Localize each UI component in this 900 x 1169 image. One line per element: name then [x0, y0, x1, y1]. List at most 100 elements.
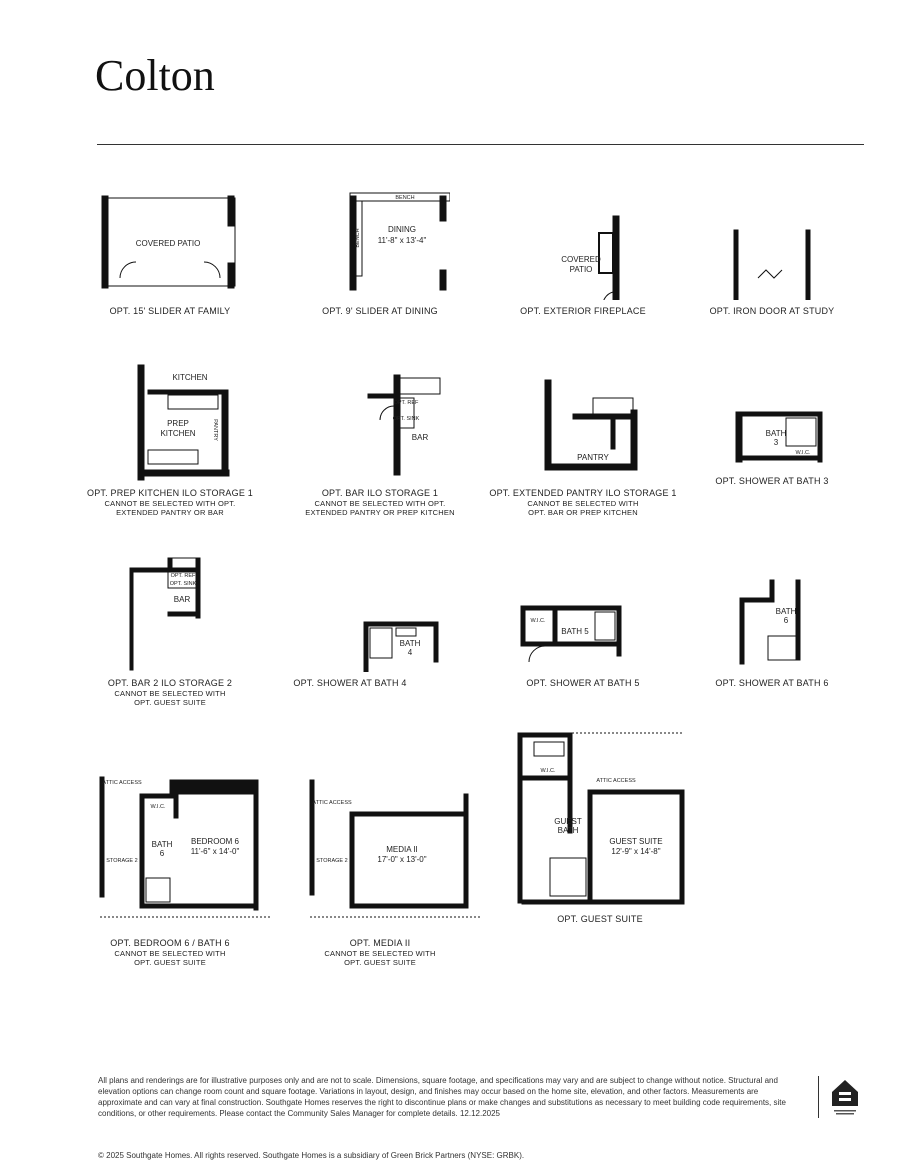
room-label: PATIO	[570, 265, 593, 274]
room-label: BEDROOM 6	[191, 837, 240, 846]
room-label: BATH	[558, 826, 579, 835]
divider	[818, 1076, 819, 1118]
room-dimensions: 12'-9" x 14'-8"	[611, 847, 660, 856]
bench-label: BENCH	[395, 195, 414, 201]
room-label: BATH	[766, 429, 787, 438]
option-note: CANNOT BE SELECTED WITH OPT. GUEST SUITE	[324, 949, 436, 967]
floor-plan-diagram: W.I.C. BATH 5	[520, 605, 622, 663]
option-caption: OPT. BEDROOM 6 / BATH 6	[110, 938, 230, 948]
room-label: BATH	[776, 607, 797, 616]
floor-plan-diagram: BATH 4	[363, 621, 439, 672]
ref-label: OPT. REF	[394, 400, 419, 406]
option-caption: OPT. 9' SLIDER AT DINING	[322, 306, 438, 316]
attic-label: ATTIC ACCESS	[102, 780, 142, 786]
room-label: COVERED	[561, 255, 601, 264]
option-caption: OPT. SHOWER AT BATH 5	[526, 678, 640, 688]
option-shower-bath-3: BATH 3 W.I.C. OPT. SHOWER AT BATH 3	[672, 360, 872, 487]
option-note: CANNOT BE SELECTED WITH OPT. GUEST SUITE	[114, 689, 226, 707]
option-caption: OPT. EXTENDED PANTRY ILO STORAGE 1	[489, 488, 677, 498]
floor-plan-diagram: BENCH BENCH DINING 11'-8" x 13'-4"	[349, 192, 450, 291]
floor-plan-diagram: PANTRY	[544, 379, 638, 471]
disclaimer: All plans and renderings are for illustr…	[98, 1076, 786, 1118]
floor-plan-diagram: COVERED PATIO	[561, 215, 620, 300]
sink-label: OPT. SINK	[393, 416, 420, 422]
room-label: BATH	[400, 639, 421, 648]
room-label: KITCHEN	[160, 429, 195, 438]
option-prep-kitchen: KITCHEN PREP KITCHEN PANTRY OPT. PREP KI…	[70, 360, 270, 517]
storage-label: STORAGE 2	[106, 858, 137, 864]
floor-plan-diagram: COVERED PATIO	[101, 195, 236, 289]
room-label: 3	[774, 438, 779, 447]
option-caption: OPT. GUEST SUITE	[557, 914, 643, 924]
floor-plan-diagram: W.I.C. ATTIC ACCESS GUEST BATH GUEST SUI…	[517, 732, 685, 905]
room-label: 6	[784, 616, 789, 625]
option-caption: OPT. EXTERIOR FIREPLACE	[520, 306, 646, 316]
room-label: COVERED PATIO	[136, 239, 201, 248]
option-media-2: ATTIC ACCESS MEDIA II 17'-0" x 13'-0" ST…	[280, 772, 480, 967]
option-caption: OPT. MEDIA II	[349, 938, 411, 948]
option-bar-2: OPT. REF OPT. SINK BAR OPT. BAR 2 ILO ST…	[70, 550, 270, 707]
attic-label: ATTIC ACCESS	[596, 778, 636, 784]
room-dimensions: 11'-6" x 14'-0"	[191, 847, 240, 856]
option-exterior-fireplace: COVERED PATIO OPT. EXTERIOR FIREPLACE	[483, 188, 683, 317]
room-label: PANTRY	[577, 453, 609, 462]
option-note: CANNOT BE SELECTED WITH OPT. EXTENDED PA…	[305, 499, 455, 517]
attic-label: ATTIC ACCESS	[312, 800, 352, 806]
room-dimensions: 11'-8" x 13'-4"	[378, 236, 427, 245]
room-label: GUEST SUITE	[609, 837, 662, 846]
floor-plan-diagram	[733, 229, 811, 300]
room-label: BATH	[152, 840, 173, 849]
option-caption: OPT. BAR ILO STORAGE 1	[321, 488, 439, 498]
option-bar-storage-1: OPT. REF OPT. SINK BAR OPT. BAR ILO STOR…	[280, 360, 480, 517]
storage-label: STORAGE 2	[316, 858, 347, 864]
page-title: Colton	[95, 51, 215, 100]
option-guest-suite: W.I.C. ATTIC ACCESS GUEST BATH GUEST SUI…	[500, 728, 700, 925]
option-bedroom-6: ATTIC ACCESS W.I.C. BATH 6 BEDROOM 6 11'…	[70, 772, 270, 967]
room-label: PREP	[167, 419, 189, 428]
room-dimensions: 17'-0" x 13'-0"	[377, 855, 426, 864]
ref-label: OPT. REF	[171, 573, 196, 579]
option-note: CANNOT BE SELECTED WITH OPT. EXTENDED PA…	[104, 499, 236, 517]
room-label: GUEST	[554, 817, 582, 826]
option-caption: OPT. SHOWER AT BATH 4	[293, 678, 407, 688]
option-slider-dining: BENCH BENCH DINING 11'-8" x 13'-4" OPT. …	[280, 188, 480, 317]
room-label: KITCHEN	[172, 373, 207, 382]
option-caption: OPT. IRON DOOR AT STUDY	[709, 306, 835, 316]
floor-plan-diagram: OPT. REF OPT. SINK BAR	[129, 557, 201, 671]
copyright: © 2025 Southgate Homes. All rights reser…	[98, 1151, 525, 1160]
room-label: DINING	[388, 225, 416, 234]
pantry-label: PANTRY	[212, 419, 218, 441]
option-iron-door: OPT. IRON DOOR AT STUDY	[672, 188, 872, 317]
option-shower-bath-4: BATH 4 OPT. SHOWER AT BATH 4	[280, 550, 480, 689]
room-label: 4	[408, 648, 413, 657]
floor-plan-diagram: ATTIC ACCESS W.I.C. BATH 6 BEDROOM 6 11'…	[99, 776, 270, 918]
floor-plan-diagram: KITCHEN PREP KITCHEN PANTRY	[137, 364, 230, 481]
option-caption: OPT. SHOWER AT BATH 6	[715, 678, 829, 688]
option-caption: OPT. 15' SLIDER AT FAMILY	[109, 306, 231, 316]
option-note: CANNOT BE SELECTED WITH OPT. GUEST SUITE	[114, 949, 226, 967]
option-caption: OPT. SHOWER AT BATH 3	[715, 476, 829, 486]
wic-label: W.I.C.	[531, 618, 546, 624]
room-label: 6	[160, 849, 165, 858]
floor-plan-diagram: ATTIC ACCESS MEDIA II 17'-0" x 13'-0" ST…	[309, 779, 480, 918]
room-label: MEDIA II	[386, 845, 418, 854]
room-label: BAR	[412, 433, 429, 442]
option-caption: OPT. BAR 2 ILO STORAGE 2	[107, 678, 233, 688]
option-extended-pantry: PANTRY OPT. EXTENDED PANTRY ILO STORAGE …	[483, 360, 683, 517]
option-shower-bath-5: W.I.C. BATH 5 OPT. SHOWER AT BATH 5	[483, 550, 683, 689]
room-label: BAR	[174, 595, 191, 604]
wic-label: W.I.C.	[541, 768, 556, 774]
floor-plan-diagram: OPT. REF OPT. SINK BAR	[367, 374, 441, 476]
equal-housing-logo-icon	[832, 1080, 858, 1115]
wic-label: W.I.C.	[796, 450, 811, 456]
room-label: BATH 5	[561, 627, 589, 636]
option-shower-bath-6: BATH 6 OPT. SHOWER AT BATH 6	[672, 550, 872, 689]
sink-label: OPT. SINK	[170, 581, 197, 587]
floor-plan-diagram: BATH 3 W.I.C.	[735, 411, 823, 463]
divider	[97, 144, 864, 145]
option-slider-family: COVERED PATIO OPT. 15' SLIDER AT FAMILY	[70, 188, 270, 317]
option-note: CANNOT BE SELECTED WITH OPT. BAR OR PREP…	[527, 499, 639, 517]
floor-plan-diagram: BATH 6	[739, 579, 801, 665]
bench-label: BENCH	[355, 228, 361, 247]
